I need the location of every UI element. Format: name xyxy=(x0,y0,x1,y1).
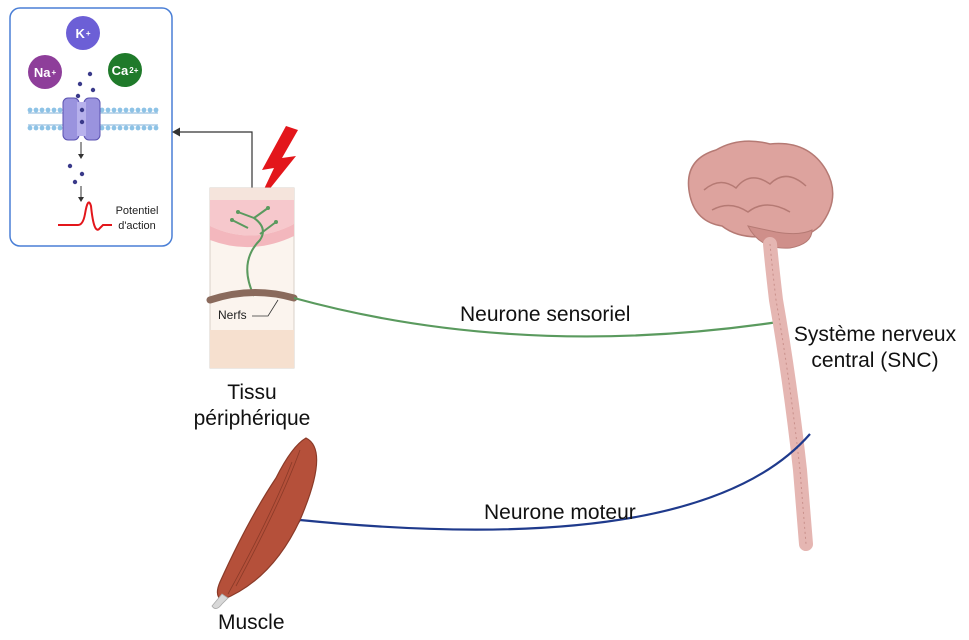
lipid-head xyxy=(154,108,159,113)
lipid-head xyxy=(124,108,129,113)
lipid-head xyxy=(130,126,135,131)
ion-channel-icon xyxy=(63,98,100,140)
lipid-head xyxy=(148,126,153,131)
lipid-head xyxy=(40,108,45,113)
lipid-head xyxy=(148,108,153,113)
potassium-symbol: K xyxy=(75,26,84,41)
peripheral-tissue-label-line1: Tissu xyxy=(180,380,324,406)
lipid-head xyxy=(142,126,147,131)
lipid-head xyxy=(58,126,63,131)
action-potential-label-line2: d'action xyxy=(108,219,166,234)
motor-neuron-label: Neurone moteur xyxy=(484,500,636,526)
muscle-label: Muscle xyxy=(218,610,285,636)
peripheral-tissue-label: Tissu périphérique xyxy=(180,380,324,432)
lipid-head xyxy=(124,126,129,131)
action-potential-label-line1: Potentiel xyxy=(108,204,166,219)
action-potential-label: Potentiel d'action xyxy=(108,204,166,234)
lipid-head xyxy=(130,108,135,113)
sodium-ion-icon: Na+ xyxy=(28,55,62,89)
lipid-head xyxy=(40,126,45,131)
cns-label-line2: central (SNC) xyxy=(784,348,966,374)
lipid-head xyxy=(34,108,39,113)
muscle-icon xyxy=(212,438,317,609)
lipid-head xyxy=(106,108,111,113)
peripheral-tissue-block xyxy=(210,188,294,368)
cns-label-line1: Système nerveux xyxy=(784,322,966,348)
lipid-head xyxy=(154,126,159,131)
potassium-charge: + xyxy=(86,29,91,38)
arrow-head-icon xyxy=(172,128,180,137)
lipid-head xyxy=(136,108,141,113)
lipid-head xyxy=(46,108,51,113)
brain-icon xyxy=(688,141,832,248)
nerves-label: Nerfs xyxy=(218,308,247,322)
lipid-head xyxy=(142,108,147,113)
calcium-charge: 2+ xyxy=(129,66,138,75)
lipid-head xyxy=(34,126,39,131)
spinal-cord-icon xyxy=(770,244,806,544)
lipid-head xyxy=(136,126,141,131)
lipid-head xyxy=(52,126,57,131)
lipid-head xyxy=(28,108,33,113)
lipid-head xyxy=(118,108,123,113)
cns-label: Système nerveux central (SNC) xyxy=(784,322,966,374)
lipid-head xyxy=(46,126,51,131)
sensory-neuron-label: Neurone sensoriel xyxy=(460,302,630,328)
lipid-head xyxy=(112,126,117,131)
sodium-charge: + xyxy=(51,68,56,77)
sodium-symbol: Na xyxy=(34,65,51,80)
lipid-head xyxy=(112,108,117,113)
lipid-head xyxy=(106,126,111,131)
lipid-head xyxy=(28,126,33,131)
lipid-head xyxy=(118,126,123,131)
calcium-symbol: Ca xyxy=(112,63,129,78)
lipid-head xyxy=(58,108,63,113)
lipid-head xyxy=(52,108,57,113)
peripheral-tissue-label-line2: périphérique xyxy=(180,406,324,432)
potassium-ion-icon: K+ xyxy=(66,16,100,50)
